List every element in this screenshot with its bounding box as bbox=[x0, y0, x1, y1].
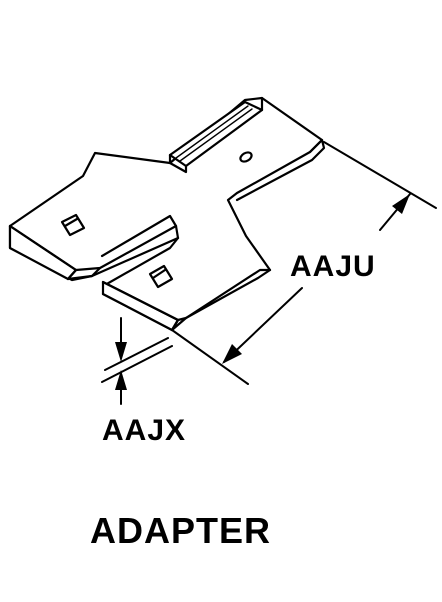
part-name-title: ADAPTER bbox=[90, 510, 271, 551]
right-prong-front bbox=[170, 318, 180, 332]
aajx-extension-line-bottom bbox=[101, 345, 173, 383]
left-square-hole-depth bbox=[63, 217, 79, 228]
aaju-arrowhead-bottom bbox=[222, 344, 242, 364]
aaju-label: AAJU bbox=[290, 250, 376, 283]
raised-bar-side bbox=[168, 153, 188, 174]
dimension-aajx bbox=[101, 317, 173, 405]
aajx-extension-line-top bbox=[104, 337, 169, 371]
aaju-extension-line-top bbox=[323, 141, 437, 209]
raised-bar-shade bbox=[175, 105, 253, 162]
aajx-label: AAJX bbox=[102, 414, 186, 447]
aaju-arrowhead-top bbox=[392, 194, 410, 214]
aajx-arrowhead-down bbox=[115, 342, 127, 362]
right-square-hole bbox=[148, 264, 174, 289]
dimension-aaju bbox=[171, 141, 437, 385]
adapter-part bbox=[8, 96, 326, 332]
left-prong-top-edge bbox=[8, 224, 178, 272]
left-prong-front bbox=[66, 266, 102, 281]
aaju-extension-line-bottom bbox=[171, 329, 249, 385]
right-shoulder-edge bbox=[235, 138, 326, 202]
left-square-hole bbox=[60, 213, 86, 237]
adapter-top-face bbox=[8, 96, 324, 332]
aajx-arrowhead-up bbox=[115, 370, 127, 390]
right-prong-top-edge bbox=[101, 268, 272, 322]
mounting-hole bbox=[239, 151, 253, 163]
right-square-hole-depth bbox=[151, 268, 167, 280]
prong-slot bbox=[100, 214, 180, 258]
